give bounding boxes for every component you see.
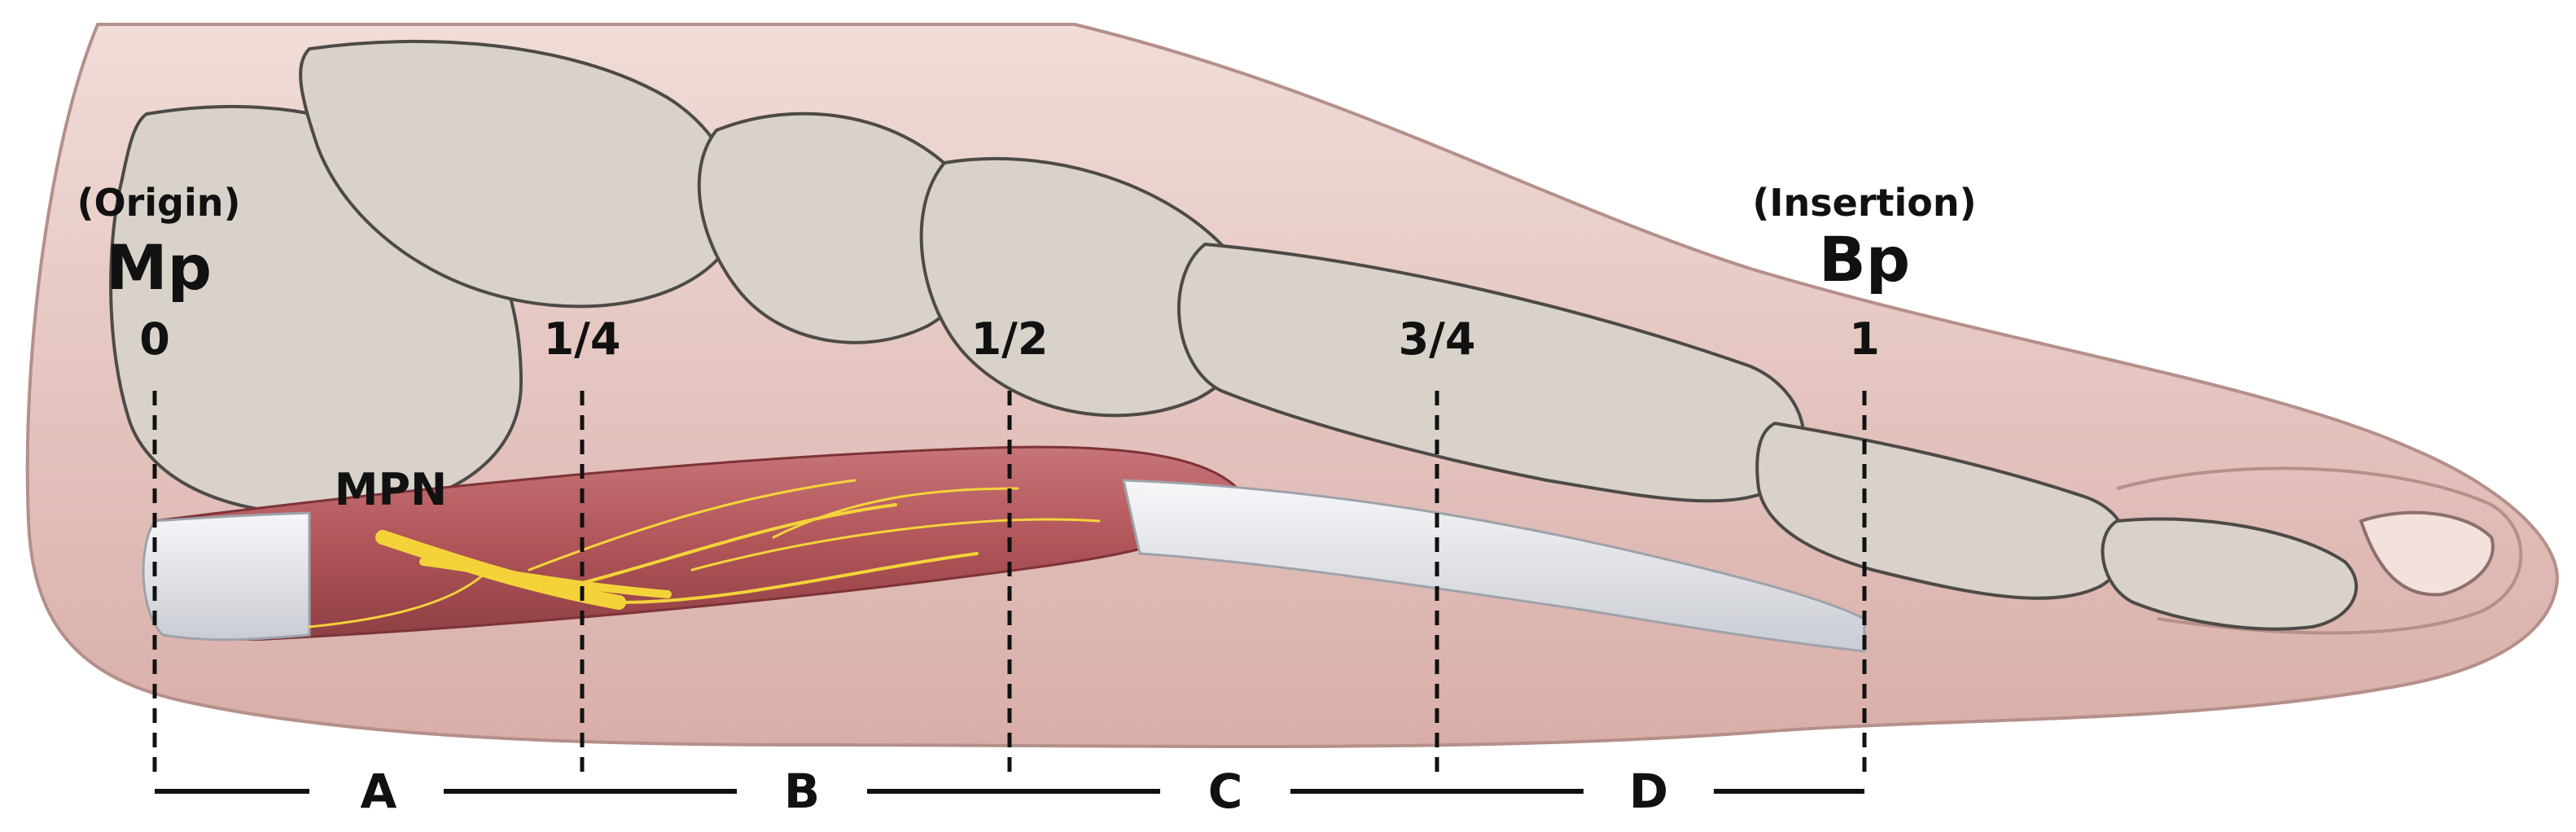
- proximal-phalanx-bone: [1755, 421, 2129, 600]
- bones: [109, 39, 2359, 631]
- nerve-branches: [308, 479, 1101, 628]
- navicular-bone: [697, 112, 980, 344]
- origin-name: Mp: [106, 231, 212, 304]
- fraction-lines: [152, 391, 1867, 782]
- segment-label-c: C: [1208, 764, 1243, 819]
- nerve-label: MPN: [335, 464, 448, 515]
- fraction-label-0: 0: [139, 313, 170, 365]
- insertion-name: Bp: [1819, 223, 1910, 296]
- segment-label-a: A: [361, 764, 397, 819]
- toenail: [2359, 510, 2495, 597]
- fraction-label-1-4: 1/4: [544, 313, 621, 365]
- segment-label-d: D: [1629, 764, 1668, 819]
- cuneiform-bone: [919, 156, 1255, 418]
- fraction-label-1-2: 1/2: [971, 313, 1049, 365]
- fraction-label-1: 1: [1849, 313, 1880, 365]
- talus-bone: [299, 39, 738, 309]
- insertion-note: (Insertion): [1752, 181, 1976, 225]
- fraction-label-3-4: 3/4: [1399, 313, 1476, 365]
- origin-tendon: [142, 511, 311, 642]
- toe-outline: [2116, 466, 2523, 635]
- segment-label-b: B: [784, 764, 820, 819]
- distal-phalanx-bone: [2101, 517, 2359, 631]
- origin-note: (Origin): [77, 181, 240, 225]
- tendon: [1122, 479, 1866, 653]
- metatarsal-bone: [1176, 242, 1806, 503]
